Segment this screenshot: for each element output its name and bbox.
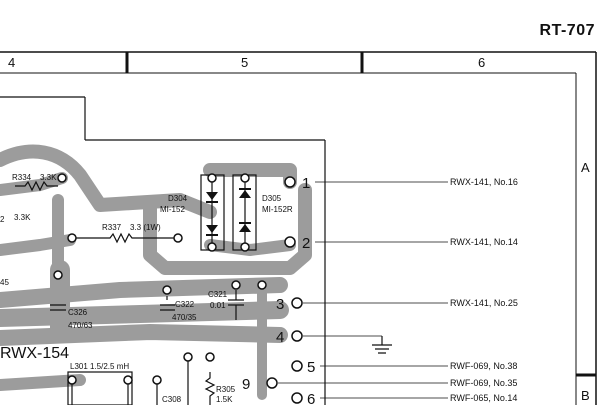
terminal-6-pad bbox=[291, 392, 303, 404]
c326-value: 470/63 bbox=[68, 321, 93, 330]
c321-ref: C321 bbox=[208, 290, 228, 299]
terminal-2-number: 2 bbox=[302, 235, 310, 252]
leader-lines bbox=[278, 181, 448, 399]
terminal-3-pad bbox=[291, 297, 303, 309]
terminal-6-dest: RWF-065, No.14 bbox=[450, 393, 517, 403]
c326-ref: C326 bbox=[68, 308, 88, 317]
terminal-1-pad bbox=[284, 176, 296, 188]
terminal-5-dest: RWF-069, No.38 bbox=[450, 361, 517, 371]
terminal-2-dest: RWX-141, No.14 bbox=[450, 237, 518, 247]
c322-ref: C322 bbox=[175, 300, 195, 309]
d305-diode-lower bbox=[239, 224, 251, 232]
row-label-a: A bbox=[581, 160, 590, 175]
destination-labels: RWX-141, No.16 RWX-141, No.14 RWX-141, N… bbox=[450, 177, 518, 403]
c326-symbol bbox=[50, 304, 66, 311]
terminal-9-dest: RWF-069, No.35 bbox=[450, 378, 517, 388]
copper-traces bbox=[0, 144, 312, 400]
r-partial-value: 3.3K bbox=[14, 213, 31, 222]
terminal-pads bbox=[266, 176, 303, 404]
l301-outline bbox=[67, 371, 133, 405]
c322-symbol bbox=[160, 296, 175, 311]
l301-value: 1.5/2.5 mH bbox=[90, 362, 129, 371]
terminal-6-number: 6 bbox=[307, 391, 315, 405]
c321-symbol bbox=[228, 290, 244, 320]
d304-diode-lower bbox=[206, 225, 218, 233]
solder-pads bbox=[53, 173, 267, 385]
grid-frame bbox=[0, 51, 597, 405]
l301-ref: L301 bbox=[70, 362, 88, 371]
terminal-9-number: 9 bbox=[242, 376, 250, 393]
r334-ref: R334 bbox=[12, 173, 32, 182]
c322-value: 470/35 bbox=[172, 313, 197, 322]
diode-symbols bbox=[206, 188, 251, 236]
terminal-3-number: 3 bbox=[276, 296, 284, 313]
d304-value: MI-152 bbox=[160, 205, 185, 214]
board-name: RWX-154 bbox=[0, 345, 69, 362]
terminal-4-number: 4 bbox=[276, 329, 284, 346]
d304-diode-upper bbox=[206, 192, 218, 200]
d305-value: MI-152R bbox=[262, 205, 293, 214]
column-label-6: 6 bbox=[478, 55, 485, 70]
component-labels: R334 3.3K 2 3.3K R337 3.3 (1W) D304 MI-1… bbox=[0, 173, 293, 404]
d305-ref: D305 bbox=[262, 194, 282, 203]
r-partial-ref: 2 bbox=[0, 215, 5, 224]
r334-value: 3.3K bbox=[40, 173, 57, 182]
partial-45-label: 45 bbox=[0, 278, 9, 287]
r305-symbol bbox=[204, 372, 216, 405]
r337-value: 3.3 (1W) bbox=[130, 223, 161, 232]
ground-symbol bbox=[372, 336, 392, 354]
terminal-2-pad bbox=[284, 236, 296, 248]
terminal-5-number: 5 bbox=[307, 359, 315, 376]
r334-symbol bbox=[15, 180, 58, 192]
column-label-5: 5 bbox=[241, 55, 248, 70]
terminal-9-pad bbox=[266, 377, 278, 389]
r305-value: 1.5K bbox=[216, 395, 233, 404]
terminal-1-dest: RWX-141, No.16 bbox=[450, 177, 518, 187]
d304-ref: D304 bbox=[168, 194, 188, 203]
row-label-b: B bbox=[581, 388, 590, 403]
terminal-numbers: 1 2 3 4 5 9 6 bbox=[242, 175, 315, 405]
column-label-4: 4 bbox=[8, 55, 15, 70]
model-title: RT-707 bbox=[539, 22, 595, 39]
terminal-4-pad bbox=[291, 330, 303, 342]
terminal-3-dest: RWX-141, No.25 bbox=[450, 298, 518, 308]
c321-value: 0.01 bbox=[210, 301, 226, 310]
c-partial-ref: C308 bbox=[162, 395, 182, 404]
terminal-5-pad bbox=[291, 360, 303, 372]
r305-ref: R305 bbox=[216, 385, 236, 394]
r337-symbol bbox=[72, 232, 178, 244]
terminal-1-number: 1 bbox=[302, 175, 310, 192]
r337-ref: R337 bbox=[102, 223, 122, 232]
d305-diode-upper bbox=[239, 190, 251, 198]
